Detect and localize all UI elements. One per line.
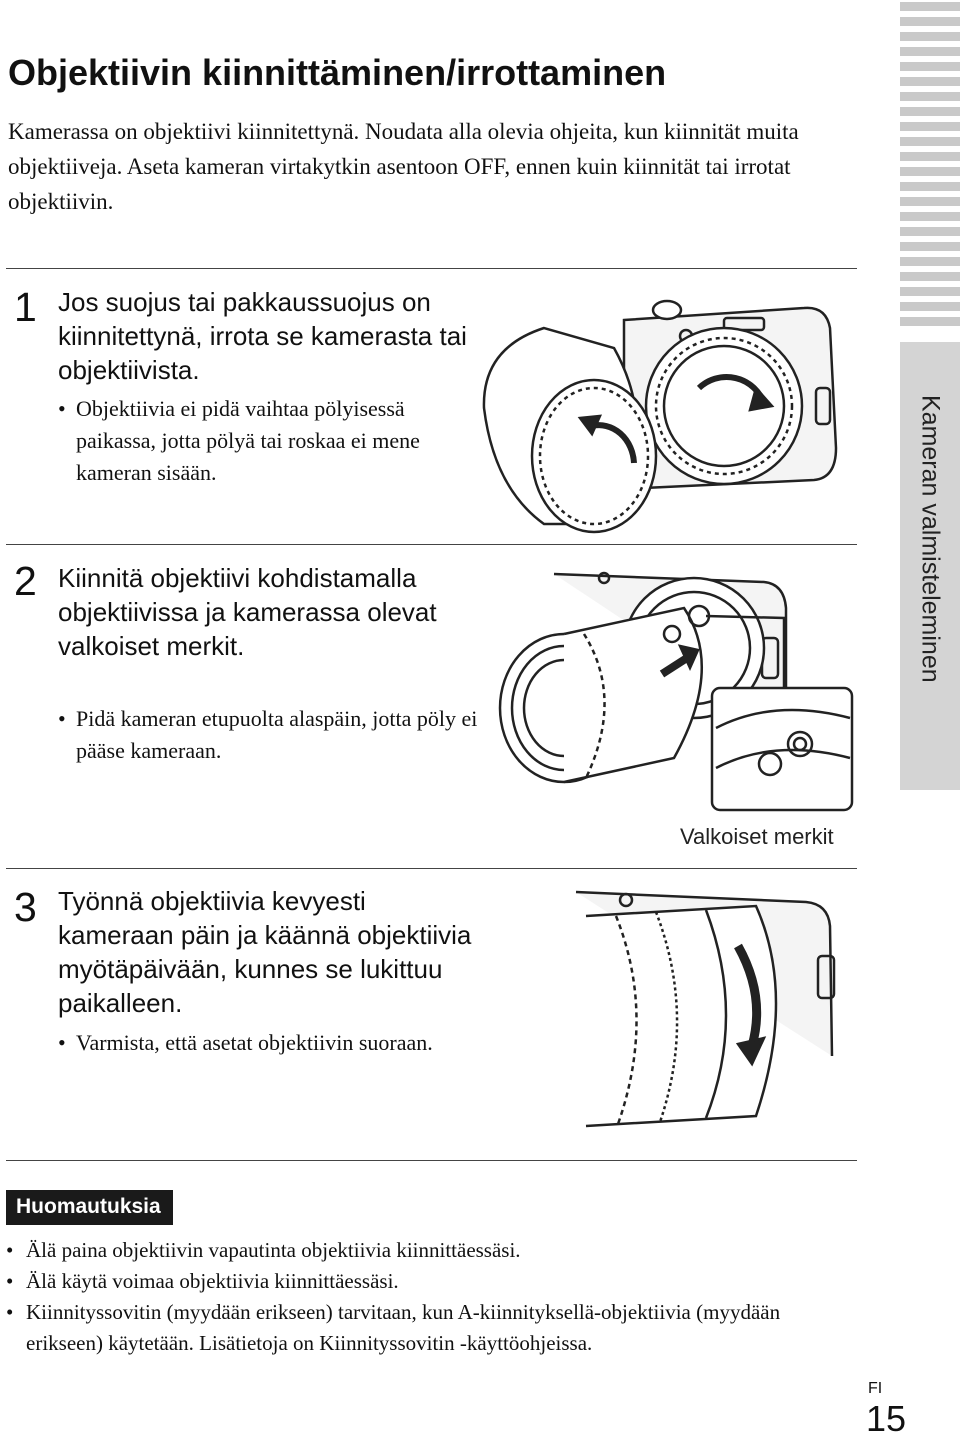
- side-tab-stripe: [900, 272, 960, 281]
- figure-twist-lens: [575, 890, 836, 1128]
- step-2-heading: Kiinnitä objektiivi kohdistamalla objekt…: [58, 563, 437, 661]
- side-tab-stripe: [900, 302, 960, 311]
- side-tab-stripe: [900, 167, 960, 176]
- notes-title: Huomautuksia: [6, 1190, 173, 1225]
- side-tab-stripe: [900, 62, 960, 71]
- note-item: Älä käytä voimaa objektiivia kiinnittäes…: [6, 1266, 856, 1297]
- side-tab-stripes: [900, 0, 960, 340]
- section-side-tab: Kameran valmisteleminen: [900, 0, 960, 1440]
- notes-list: Älä paina objektiivin vapautinta objekti…: [6, 1235, 856, 1359]
- side-tab-stripe: [900, 32, 960, 41]
- side-tab-stripe: [900, 242, 960, 251]
- side-tab-stripe: [900, 227, 960, 236]
- side-tab-stripe: [900, 77, 960, 86]
- side-tab-label: Kameran valmisteleminen: [916, 395, 945, 683]
- side-tab-gray-block: [900, 342, 960, 790]
- page-number: 15: [866, 1398, 907, 1439]
- side-tab-stripe: [900, 47, 960, 56]
- step-2-number: 2: [14, 558, 37, 604]
- side-tab-stripe: [900, 182, 960, 191]
- side-tab-stripe: [900, 122, 960, 131]
- side-tab-stripe: [900, 92, 960, 101]
- side-tab-stripe: [900, 137, 960, 146]
- step-1-heading: Jos suojus tai pakkaussuojus on kiinnite…: [58, 287, 467, 385]
- figure-caption: Valkoiset merkit: [680, 824, 834, 849]
- note-item: Kiinnityssovitin (myydään erikseen) tarv…: [6, 1297, 856, 1359]
- step-3-bullet: Varmista, että asetat objektiivin suoraa…: [58, 1027, 456, 1059]
- intro-text: Kamerassa on objektiivi kiinnitettynä. N…: [8, 119, 799, 214]
- figure-align-white-marks: [498, 571, 854, 812]
- divider-step-1: [6, 268, 857, 269]
- step-1-number: 1: [14, 284, 37, 330]
- figure-remove-caps: [482, 299, 838, 534]
- side-tab-stripe: [900, 287, 960, 296]
- side-tab-stripe: [900, 17, 960, 26]
- side-tab-stripe: [900, 317, 960, 326]
- step-3-number: 3: [14, 884, 37, 930]
- divider-step-3: [6, 868, 857, 869]
- note-item: Älä paina objektiivin vapautinta objekti…: [6, 1235, 856, 1266]
- step-2-bullet: Pidä kameran etupuolta alaspäin, jotta p…: [58, 703, 486, 767]
- page-language: FI: [868, 1380, 883, 1397]
- side-tab-stripe: [900, 212, 960, 221]
- side-tab-stripe: [900, 257, 960, 266]
- step-3-heading: Työnnä objektiivia kevyesti kameraan päi…: [58, 886, 472, 1018]
- side-tab-stripe: [900, 107, 960, 116]
- page-title: Objektiivin kiinnittäminen/irrottaminen: [8, 52, 667, 93]
- side-tab-stripe: [900, 2, 960, 11]
- divider-step-2: [6, 544, 857, 545]
- step-1-bullet: Objektiivia ei pidä vaihtaa pölyisessä p…: [58, 393, 486, 489]
- side-tab-stripe: [900, 152, 960, 161]
- side-tab-stripe: [900, 197, 960, 206]
- divider-notes: [6, 1160, 857, 1161]
